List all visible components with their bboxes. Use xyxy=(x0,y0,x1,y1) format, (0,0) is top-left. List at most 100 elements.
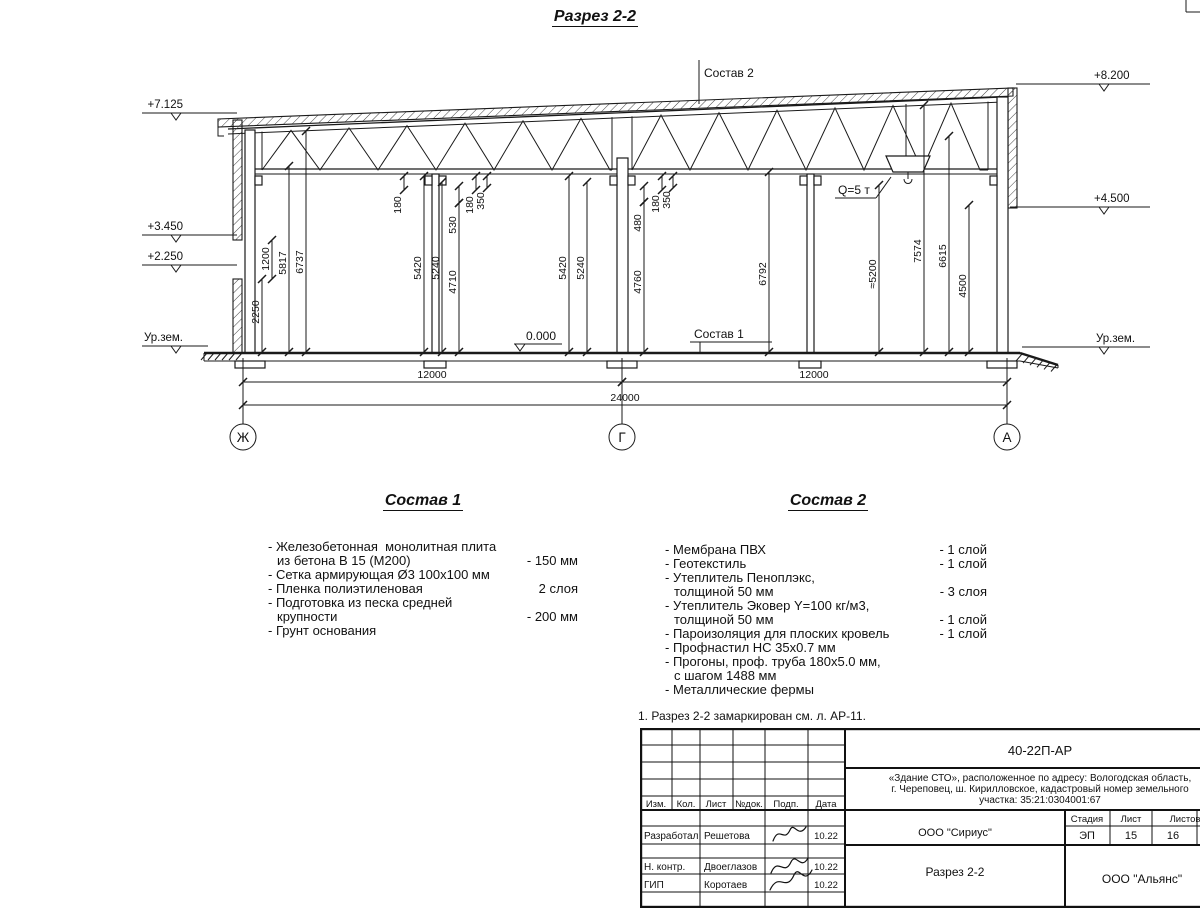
composition-item: - Мембрана ПВХ - 1 слой xyxy=(665,543,987,557)
row-role: Н. контр. xyxy=(644,862,685,873)
axis-markers: Ж Г А xyxy=(229,358,1021,451)
col-list: Лист xyxy=(706,799,727,810)
dimension-label: 4710 xyxy=(447,270,459,294)
item-text: толщиной 50 мм xyxy=(674,584,774,599)
column-axis-a xyxy=(996,96,1009,354)
dimension-label: 4760 xyxy=(632,270,644,294)
item-text: с шагом 1488 мм xyxy=(674,668,777,683)
axis-bubble xyxy=(993,423,1021,451)
signature xyxy=(772,826,807,842)
item-text: - Пленка полиэтиленовая xyxy=(268,581,423,596)
item-value: - 3 слоя xyxy=(939,584,987,599)
axis-bubble xyxy=(608,423,636,451)
dimension-label: 180 xyxy=(464,196,476,214)
sheets-label: Листов xyxy=(1170,814,1200,825)
sheets-value: 16 xyxy=(1167,830,1179,842)
row-date: 10.22 xyxy=(814,862,838,873)
composition2-title: Состав 2 xyxy=(787,492,869,511)
dimension-label: 5240 xyxy=(575,256,587,280)
dimension-label: 12000 xyxy=(799,369,828,381)
composition1-title: Состав 1 xyxy=(382,492,464,511)
stage-value: ЭП xyxy=(1079,830,1095,842)
axis-label: Ж xyxy=(237,430,250,445)
dimension-label: 5420 xyxy=(557,256,569,280)
row-role: Разработал xyxy=(644,830,699,842)
signature xyxy=(770,857,809,874)
page-title: Разрез 2-2 xyxy=(551,8,639,27)
col-data: Дата xyxy=(815,799,837,810)
composition-item: - Пленка полиэтиленовая 2 слоя xyxy=(268,582,578,596)
col-izm: Изм. xyxy=(646,799,666,810)
row-name: Коротаев xyxy=(704,880,747,891)
row-date: 10.22 xyxy=(814,880,838,891)
item-value: - 200 мм xyxy=(526,609,578,624)
dimension-label: 4500 xyxy=(957,274,969,298)
roof-composition-callout: Состав 2 xyxy=(704,66,754,80)
item-value: - 1 слой xyxy=(939,556,987,571)
item-text: крупности xyxy=(277,609,338,624)
zero-level-label: 0.000 xyxy=(526,329,556,343)
composition-item: - Прогоны, проф. труба 180х5.0 мм, xyxy=(665,655,987,669)
row-name: Решетова xyxy=(704,831,750,842)
dimension-label: 24000 xyxy=(610,392,639,404)
stage-label: Стадия xyxy=(1071,814,1103,825)
elevation-label: +8.200 xyxy=(1094,70,1130,82)
item-value: 2 слоя xyxy=(538,581,578,596)
roof-deck xyxy=(217,87,1014,137)
axis-label: Г xyxy=(618,430,626,445)
callouts: Состав 2 Состав 1 0.000 xyxy=(514,60,772,352)
elevation-marks-right: +8.200 +4.500 Ур.зем. xyxy=(1010,70,1150,355)
document-number: 40-22П-АР xyxy=(1008,743,1072,758)
truss-web-members xyxy=(261,101,989,172)
item-value: - 1 слой xyxy=(939,626,987,641)
sheet-label: Лист xyxy=(1121,814,1142,825)
composition-item: - Металлические фермы xyxy=(665,683,987,697)
ground-hatch xyxy=(200,352,1058,372)
ground-level-label: Ур.зем. xyxy=(144,332,183,344)
elevation-label: +3.450 xyxy=(148,221,184,233)
item-text: - Металлические фермы xyxy=(665,682,814,697)
project-description-line1: «Здание СТО», расположенное по адресу: В… xyxy=(889,772,1191,784)
item-value: - 150 мм xyxy=(526,553,578,568)
composition-item: - Геотекстиль- 1 слой xyxy=(665,557,987,571)
title-block-grid: 40-22П-АР «Здание СТО», расположенное по… xyxy=(639,727,1200,909)
composition-item: - Пароизоляция для плоских кровель - 1 сл… xyxy=(665,627,987,641)
dimension-label: 1200 xyxy=(260,247,272,271)
column-axis-g xyxy=(616,157,629,354)
col-kol: Кол. xyxy=(677,799,696,810)
dimension-label: 5817 xyxy=(277,251,289,275)
item-text: - Мембрана ПВХ xyxy=(665,542,766,557)
composition-item: толщиной 50 мм - 3 слоя xyxy=(665,585,987,599)
building-section-drawing: Q=5 т Состав 2 Состав 1 0.000 +7.125 +3.… xyxy=(142,0,1200,451)
item-text: толщиной 50 мм xyxy=(674,612,774,627)
col-ndok: №док. xyxy=(735,799,763,810)
dimension-label: 6792 xyxy=(757,262,769,286)
row-date: 10.22 xyxy=(814,831,838,842)
composition-item: - Профнастил НС 35х0.7 мм xyxy=(665,641,987,655)
elevation-label: +4.500 xyxy=(1094,193,1130,205)
dimension-label: 480 xyxy=(632,214,644,232)
dimension-label: 6737 xyxy=(294,250,306,274)
item-text: - Утеплитель Пеноплэкс, xyxy=(665,570,815,585)
item-text: - Прогоны, проф. труба 180х5.0 мм, xyxy=(665,654,881,669)
item-text: из бетона В 15 (М200) xyxy=(277,553,411,568)
item-value: - 1 слой xyxy=(939,542,987,557)
drawing-name: Разрез 2-2 xyxy=(926,865,985,879)
item-text: - Пароизоляция для плоских кровель xyxy=(665,626,890,641)
elevation-label: +7.125 xyxy=(148,99,184,111)
item-text: - Железобетонная монолитная плита xyxy=(268,539,497,554)
floor-composition-callout: Состав 1 xyxy=(694,327,744,341)
composition-item: толщиной 50 мм- 1 слой xyxy=(665,613,987,627)
dimension-label: 180 xyxy=(650,195,662,213)
elevation-marks-left: +7.125 +3.450 +2.250 Ур.зем. xyxy=(142,99,237,354)
dimension-label: 7574 xyxy=(912,239,924,263)
truss-diagonals xyxy=(261,117,612,172)
composition-item: - Железобетонная монолитная плита xyxy=(268,540,578,554)
crane-capacity-label: Q=5 т xyxy=(838,183,870,197)
org2: ООО "Альянс" xyxy=(1102,872,1182,886)
dimension-label: 12000 xyxy=(417,369,446,381)
composition-item: - Сетка армирующая Ø3 100х100 мм xyxy=(268,568,578,582)
crane-symbol: Q=5 т xyxy=(835,104,931,199)
ground-level-label: Ур.зем. xyxy=(1096,333,1135,345)
